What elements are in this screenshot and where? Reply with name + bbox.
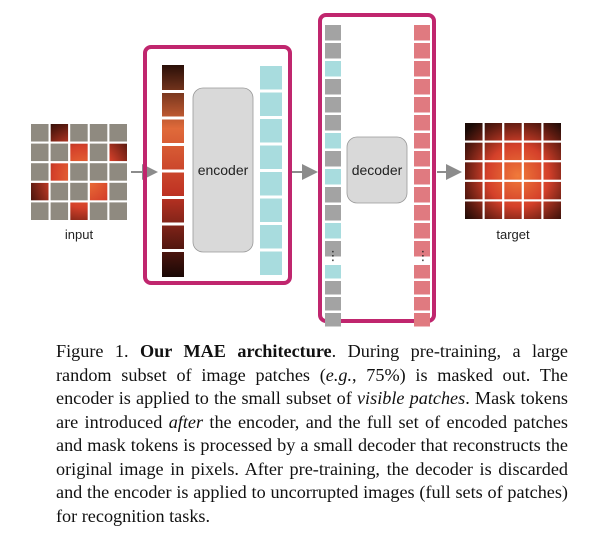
mask-token	[325, 281, 341, 295]
patch-border	[107, 200, 130, 222]
output-token	[414, 223, 430, 239]
encoded-token	[325, 133, 341, 149]
encoder-label: encoder	[198, 162, 249, 178]
output-token	[414, 25, 430, 41]
mask-token	[325, 241, 341, 257]
masked-patch	[30, 123, 50, 143]
target-label: target	[496, 227, 530, 242]
output-ellipsis: ⋮	[417, 248, 430, 263]
masked-patch	[69, 181, 89, 202]
output-token	[414, 133, 430, 149]
encoded-token	[260, 145, 282, 169]
masked-patch	[30, 201, 50, 221]
masked-patch	[108, 162, 128, 182]
output-token	[414, 79, 430, 95]
figure-number: Figure 1.	[56, 341, 129, 361]
caption-text-3: . Mask tokens are introduced	[56, 388, 568, 432]
masked-patch	[49, 181, 70, 202]
mask-token	[325, 43, 341, 59]
caption-text-4: the encoder, and the full set of encoded…	[56, 411, 569, 526]
encoded-tokens-column	[260, 66, 282, 275]
output-token	[414, 187, 430, 203]
output-token	[414, 205, 430, 221]
encoded-token	[260, 225, 282, 249]
full-token-sequence-column	[325, 25, 341, 327]
output-token	[414, 265, 430, 279]
encoded-token	[325, 265, 341, 279]
encoded-token	[260, 119, 282, 143]
masked-patch	[30, 142, 50, 163]
masked-patch	[88, 123, 109, 143]
mask-token	[325, 313, 341, 327]
masked-patch	[108, 181, 128, 202]
caption-after: after	[168, 411, 204, 432]
encoded-token	[325, 169, 341, 185]
decoder-output-column	[414, 25, 430, 327]
masked-patch	[88, 201, 109, 221]
encoded-token	[260, 172, 282, 196]
sequence-ellipsis: ⋮	[327, 248, 340, 263]
decoder-block	[346, 136, 408, 204]
output-token	[414, 241, 430, 257]
figure-caption: Figure 1. Our MAE architecture. During p…	[56, 340, 568, 528]
visible-patches-column	[162, 65, 184, 277]
input-image	[29, 122, 130, 222]
masked-patch	[88, 162, 109, 182]
decoder-label: decoder	[352, 162, 403, 178]
encoded-token	[260, 198, 282, 222]
encoded-token	[260, 92, 282, 116]
caption-title: Our MAE architecture	[140, 341, 332, 361]
input-patch-grid	[29, 122, 130, 222]
output-token	[414, 43, 430, 59]
output-token	[414, 61, 430, 77]
output-token	[414, 169, 430, 185]
mask-token	[325, 187, 341, 203]
masked-patch	[108, 123, 128, 143]
decoder-highlight-box	[318, 13, 436, 323]
masked-patch	[49, 201, 70, 221]
masked-patch	[69, 123, 89, 143]
output-token	[414, 115, 430, 131]
masked-patch	[69, 162, 89, 182]
encoder-block	[192, 87, 254, 253]
output-token	[414, 313, 430, 327]
encoded-token	[260, 251, 282, 275]
mask-token	[325, 25, 341, 41]
caption-visible-patches: visible patches	[356, 388, 466, 408]
caption-text-2: , 75%) is masked out. The encoder is app…	[56, 364, 568, 409]
encoded-token	[260, 66, 282, 90]
target-image	[463, 121, 564, 221]
output-token	[414, 97, 430, 113]
output-token	[414, 151, 430, 167]
mae-architecture-diagram: input encoder ⋮ decoder ⋮ target	[29, 13, 564, 327]
encoded-token	[325, 223, 341, 239]
masked-patch	[49, 142, 70, 163]
output-token	[414, 297, 430, 311]
masked-patch	[30, 162, 50, 182]
caption-eg: e.g.	[325, 364, 353, 385]
caption-text-1: . During pre-training, a large random su…	[56, 341, 568, 385]
encoder-highlight-box	[143, 45, 292, 285]
target-patch-grid	[463, 121, 564, 221]
mask-token	[325, 205, 341, 221]
mask-token	[325, 297, 341, 311]
mask-token	[325, 79, 341, 95]
target-patch	[541, 199, 564, 221]
target-image-background	[464, 122, 562, 220]
mask-token	[325, 97, 341, 113]
mask-token	[325, 151, 341, 167]
encoded-token	[325, 61, 341, 77]
masked-patch	[88, 142, 109, 163]
output-token	[414, 281, 430, 295]
mask-token	[325, 115, 341, 131]
masked-patch	[108, 201, 128, 221]
input-label: input	[65, 227, 94, 242]
